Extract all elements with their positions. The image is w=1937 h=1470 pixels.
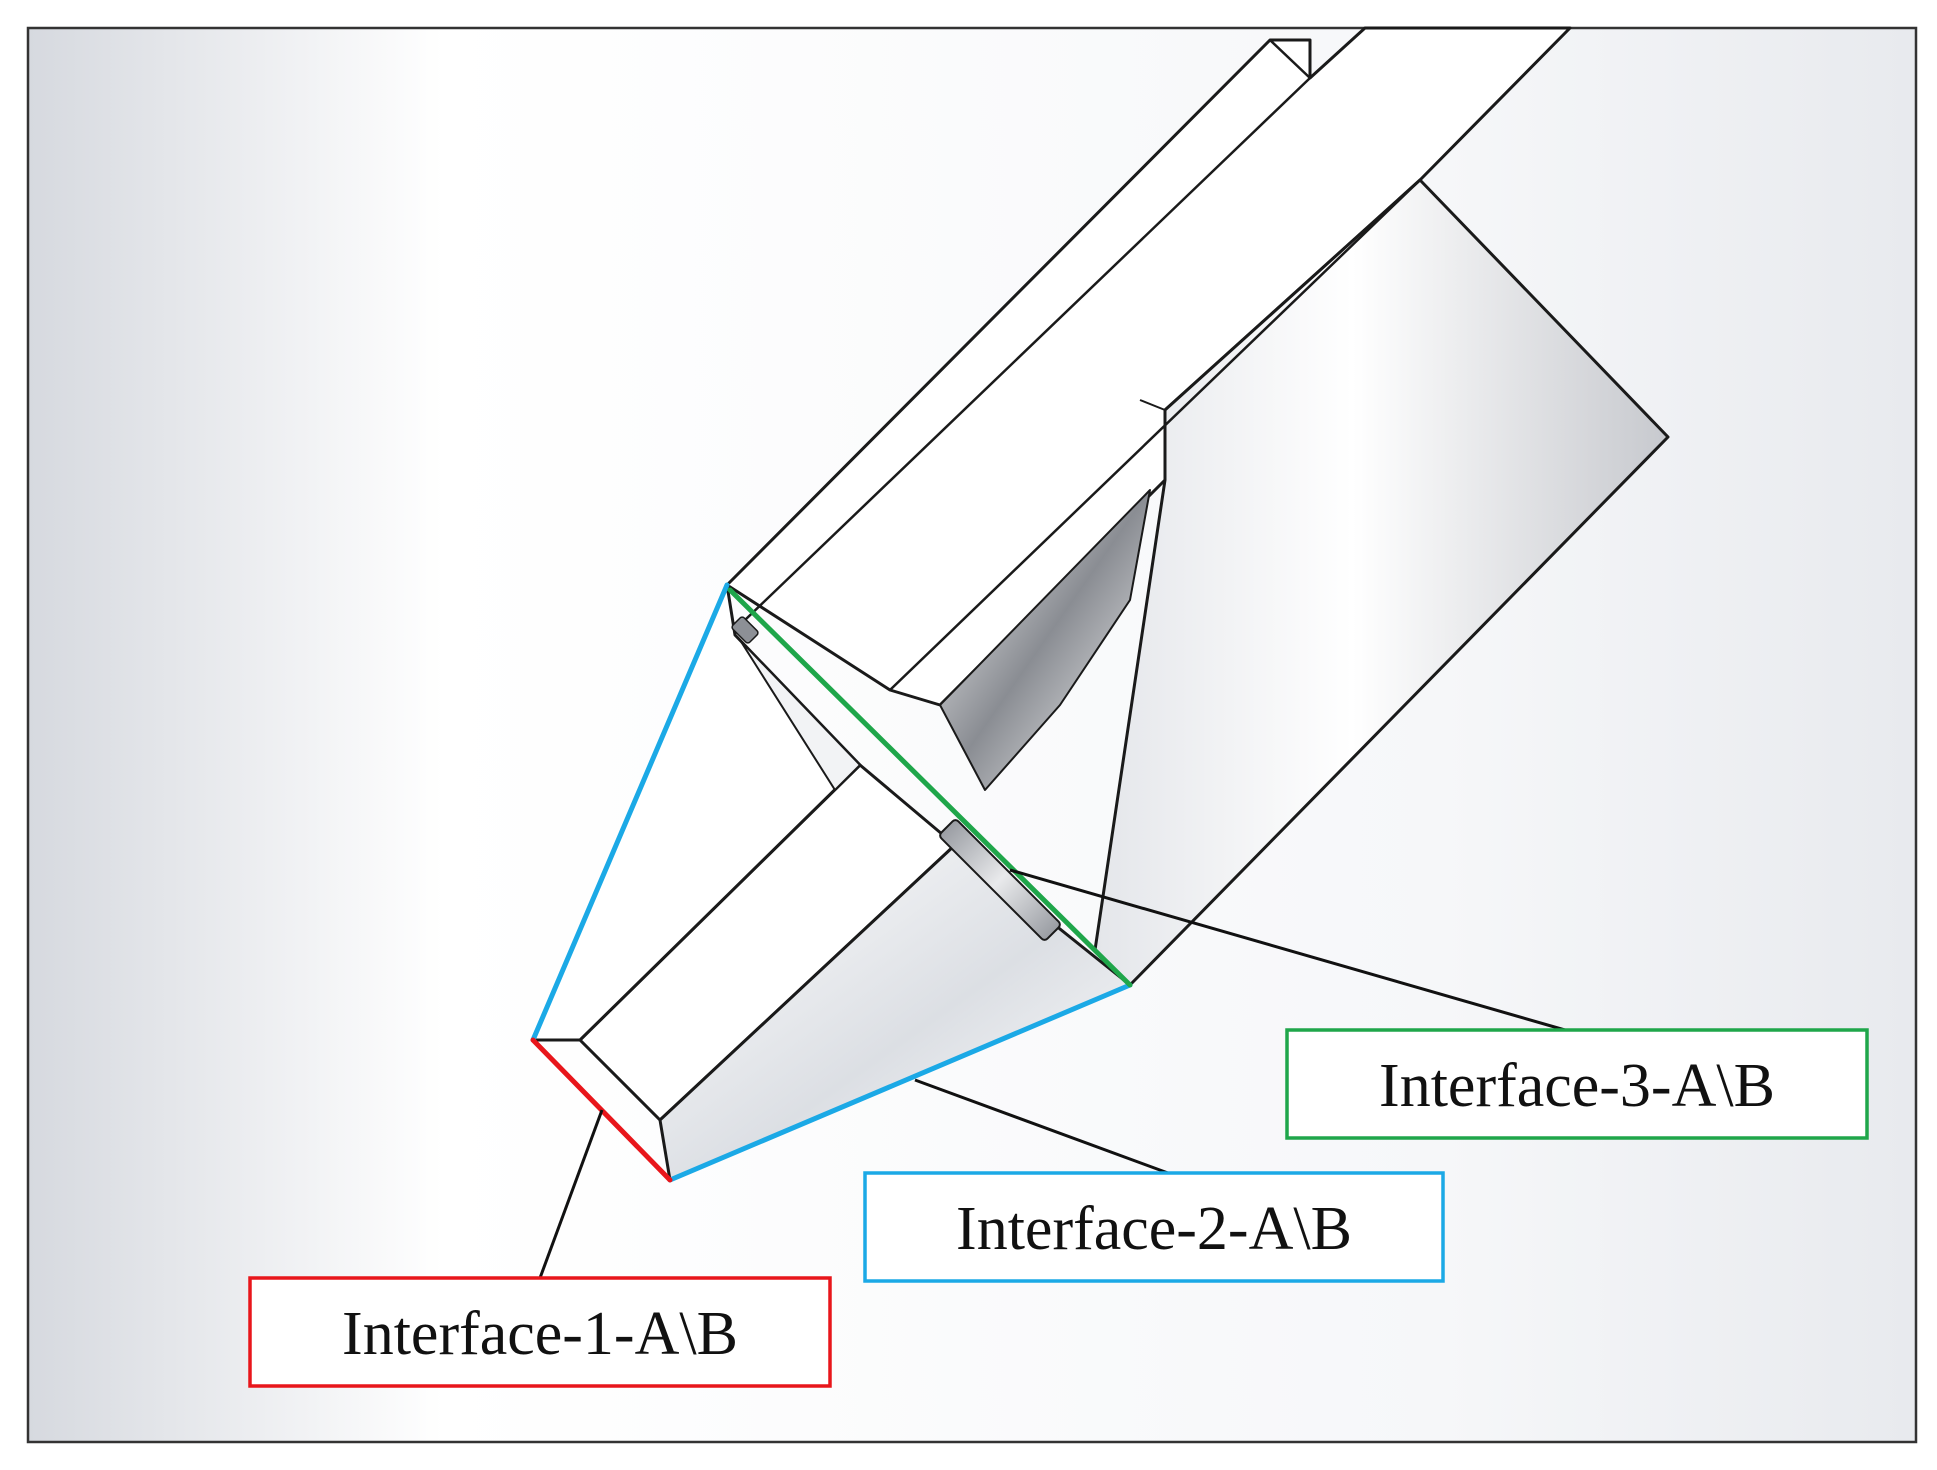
lower-divider — [1094, 479, 1166, 951]
callout-interface-1-label: Interface-1-A\B — [342, 1300, 738, 1368]
interface-3-edge — [727, 587, 1133, 988]
bar-step-line — [1269, 39, 1311, 79]
bar-edge-line-3 — [1139, 399, 1166, 411]
interface-edges — [530, 582, 1133, 1183]
leader-line-2 — [914, 1078, 1169, 1175]
leader-line-1 — [538, 1109, 604, 1279]
leader-line-3 — [1009, 868, 1566, 1032]
strip-inner-line — [579, 1039, 661, 1121]
upper-bar-face — [725, 26, 1572, 707]
callout-interface-3-box — [1285, 1028, 1869, 1140]
callout-interface-3: Interface-3-A\B — [1285, 1028, 1869, 1140]
bar-edge-line-1 — [744, 77, 1311, 621]
tip-cutout — [734, 634, 861, 791]
callout-interface-2: Interface-2-A\B — [863, 1171, 1445, 1283]
interface-2-edge-left — [530, 582, 730, 1043]
callout-interface-2-box — [863, 1171, 1445, 1283]
leader-lines — [538, 868, 1566, 1279]
slot-body — [939, 819, 1061, 941]
callout-interface-3-label: Interface-3-A\B — [1379, 1052, 1775, 1120]
slot-top-body — [731, 616, 759, 644]
callout-interface-1-box — [248, 1276, 832, 1388]
part-body — [531, 26, 1670, 1182]
slot — [939, 819, 1061, 941]
callout-interface-1: Interface-1-A\B — [248, 1276, 832, 1388]
interface-2-edge-bottom — [667, 982, 1133, 1183]
figure-frame — [26, 26, 1918, 1444]
groove-face — [939, 489, 1151, 791]
bar-edge-line-2 — [889, 179, 1421, 691]
callout-interface-2-label: Interface-2-A\B — [956, 1195, 1352, 1263]
slot-top — [731, 616, 759, 644]
